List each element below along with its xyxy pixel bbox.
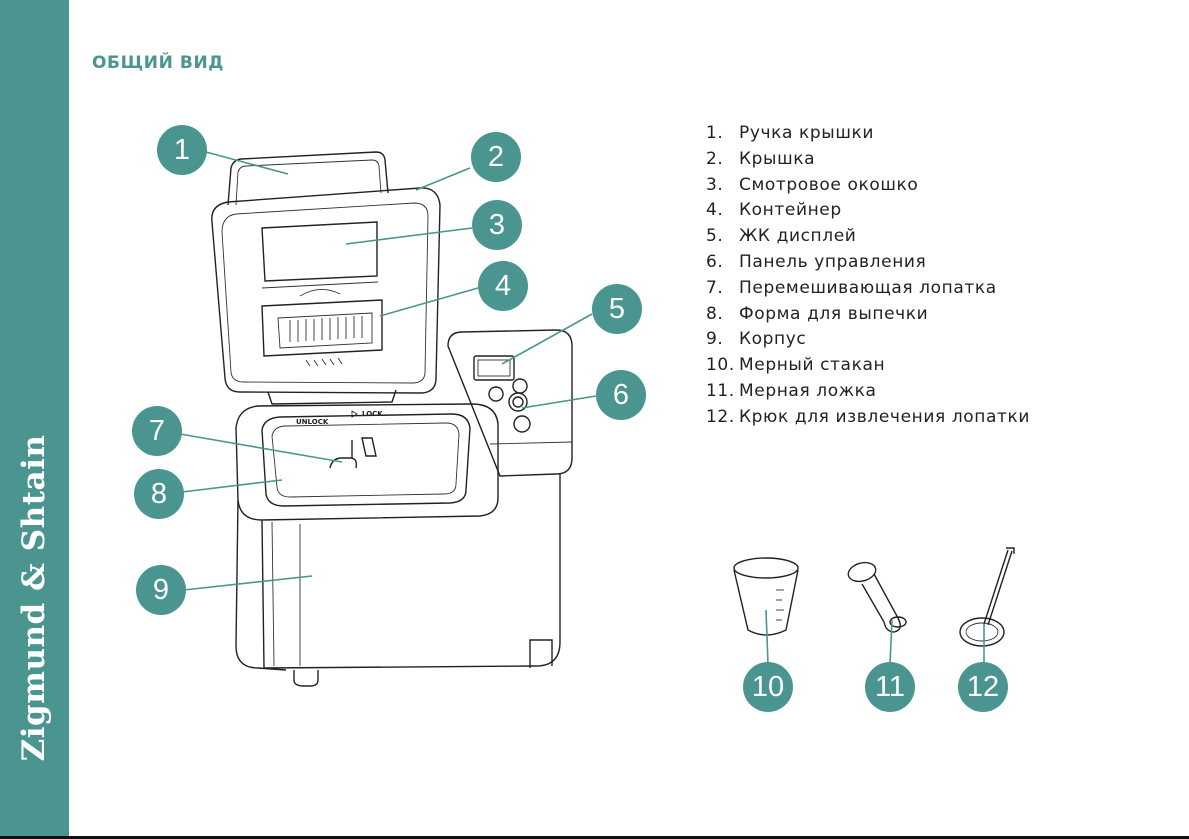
svg-text:5: 5 xyxy=(609,293,625,325)
callout-9: 9 xyxy=(136,565,186,615)
callout-11: 11 xyxy=(865,662,915,712)
callout-2: 2 xyxy=(471,132,521,182)
callout-1: 1 xyxy=(157,125,207,175)
callout-3: 3 xyxy=(472,200,522,250)
svg-text:3: 3 xyxy=(489,209,505,241)
svg-text:1: 1 xyxy=(174,134,190,166)
svg-text:4: 4 xyxy=(495,270,511,302)
svg-text:9: 9 xyxy=(153,574,169,606)
callout-12: 12 xyxy=(958,662,1008,712)
svg-text:10: 10 xyxy=(752,671,784,703)
lock-marking: LOCK xyxy=(362,410,383,418)
svg-text:11: 11 xyxy=(875,671,905,703)
callout-8: 8 xyxy=(134,469,184,519)
callout-6: 6 xyxy=(596,370,646,420)
svg-text:6: 6 xyxy=(613,379,629,411)
svg-text:7: 7 xyxy=(149,415,165,447)
svg-text:2: 2 xyxy=(488,141,504,173)
callout-7: 7 xyxy=(132,406,182,456)
svg-text:12: 12 xyxy=(967,671,999,703)
paddle-hook-drawing xyxy=(960,548,1014,646)
callout-4: 4 xyxy=(478,261,528,311)
callout-5: 5 xyxy=(592,284,642,334)
callout-10: 10 xyxy=(743,662,793,712)
svg-text:8: 8 xyxy=(151,478,167,510)
unlock-marking: UNLOCK xyxy=(296,418,329,426)
measuring-spoon-drawing xyxy=(846,560,906,632)
